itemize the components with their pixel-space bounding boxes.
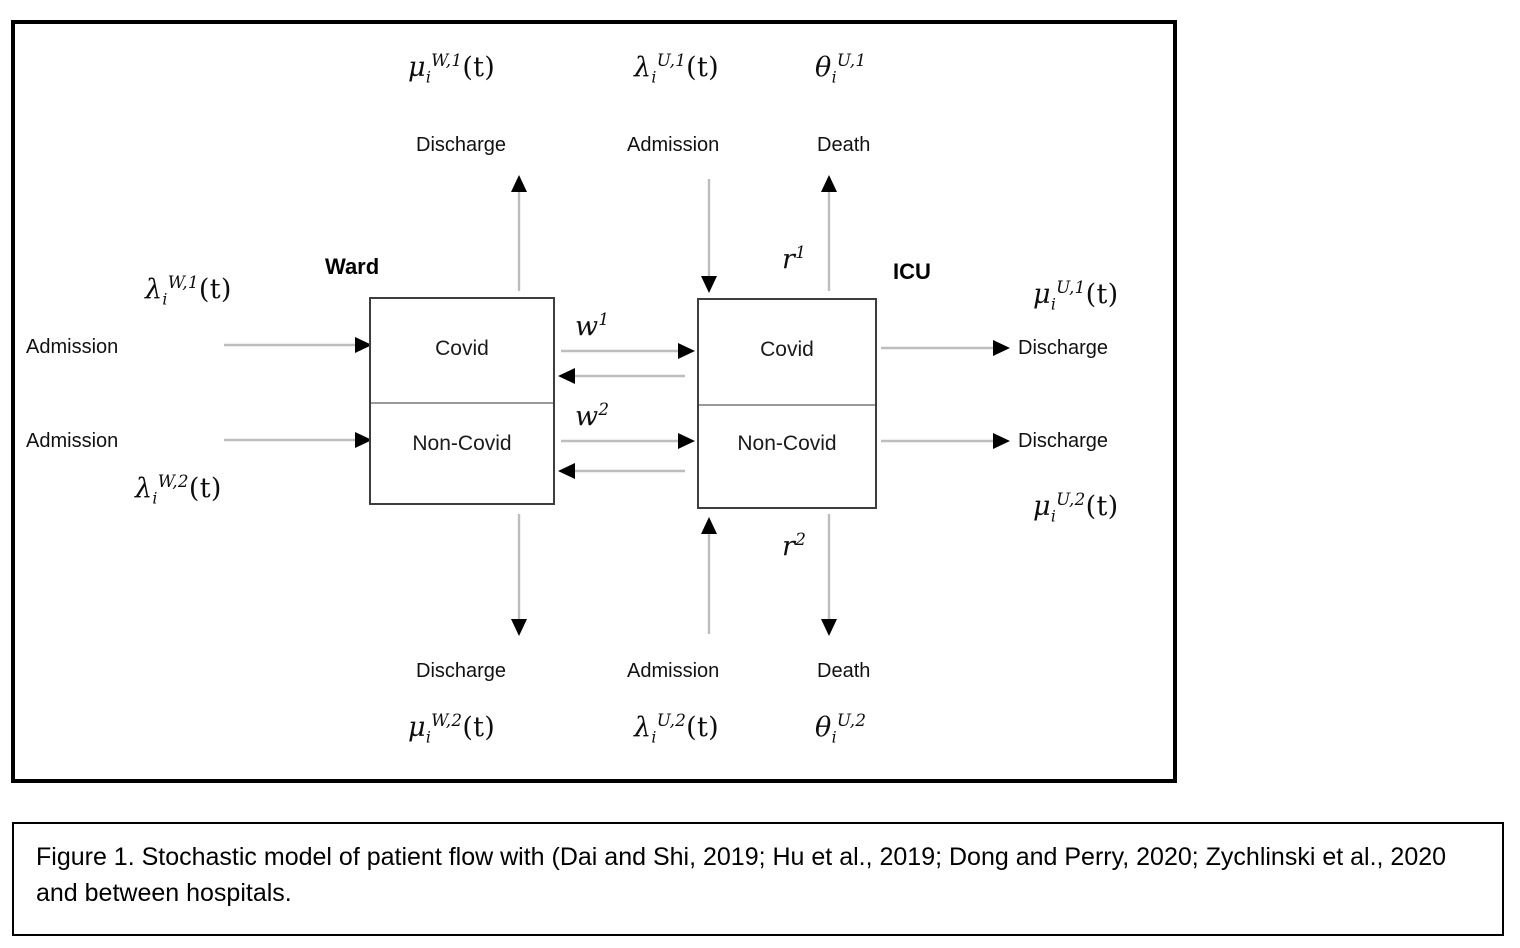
ward-box: Covid Non-Covid (369, 297, 555, 505)
ward-admission-rate-2-label: λiW,2(t) (135, 471, 222, 508)
ward-discharge-top-text: Discharge (416, 134, 507, 156)
icu-death-bottom-text: Death (817, 660, 871, 682)
icu-title: ICU (893, 259, 931, 284)
ward-admission-1-text: Admission (26, 336, 119, 358)
transfer-rate-w2-label: w2 (575, 399, 610, 432)
arrow-icu-admission-noncovid-up (701, 517, 717, 634)
figure-frame: Ward Covid Non-Covid ICU Covid Non-Covid… (11, 20, 1177, 783)
arrow-transfer-icu-to-ward-covid (558, 368, 685, 384)
arrow-ward-admission-covid (224, 337, 372, 353)
icu-discharge-rate-1-label: μiU,1(t) (1033, 277, 1119, 314)
arrow-icu-admission-covid-down (701, 179, 717, 293)
ward-admission-rate-1-label: λiW,1(t) (145, 272, 232, 309)
arrow-ward-admission-noncovid (224, 432, 372, 448)
icu-admission-rate-top-label: λiU,1(t) (634, 50, 719, 87)
ward-noncovid-label: Non-Covid (412, 432, 512, 455)
figure-caption-text: Figure 1. Stochastic model of patient fl… (36, 843, 1447, 907)
icu-discharge-rate-2-label: μiU,2(t) (1033, 489, 1119, 526)
ward-title: Ward (325, 254, 380, 279)
ward-discharge-rate-top-label: μiW,1(t) (408, 50, 496, 87)
icu-admission-rate-bottom-label: λiU,2(t) (634, 710, 719, 747)
arrow-icu-death-noncovid-down (821, 514, 837, 636)
arrow-icu-discharge-covid (881, 340, 1010, 356)
figure-caption-box: Figure 1. Stochastic model of patient fl… (12, 822, 1504, 936)
icu-discharge-1-text: Discharge (1018, 337, 1109, 359)
icu-box: Covid Non-Covid (697, 298, 877, 509)
patient-flow-diagram: Ward Covid Non-Covid ICU Covid Non-Covid… (15, 24, 1173, 779)
icu-admission-top-text: Admission (627, 134, 720, 156)
arrow-transfer-ward-to-icu-covid (561, 343, 695, 359)
arrow-icu-discharge-noncovid (881, 433, 1010, 449)
icu-covid-label: Covid (760, 338, 814, 361)
arrow-transfer-ward-to-icu-noncovid (561, 433, 695, 449)
icu-discharge-2-text: Discharge (1018, 430, 1109, 452)
transfer-rate-w1-label: w1 (575, 309, 610, 342)
ward-admission-2-text: Admission (26, 430, 119, 452)
ward-covid-label: Covid (435, 337, 489, 360)
transfer-rate-r2-label: r2 (782, 529, 807, 562)
icu-death-top-text: Death (817, 134, 871, 156)
transfer-rate-r1-label: r1 (782, 242, 807, 275)
ward-box-divider (371, 402, 553, 404)
icu-admission-bottom-text: Admission (627, 660, 720, 682)
icu-death-rate-top-label: θiU,1 (815, 50, 867, 87)
icu-noncovid-label: Non-Covid (737, 432, 837, 455)
arrow-ward-discharge-noncovid-down (511, 514, 527, 636)
icu-death-rate-bottom-label: θiU,2 (815, 710, 867, 747)
arrow-ward-discharge-covid-up (511, 175, 527, 291)
ward-discharge-bottom-text: Discharge (416, 660, 507, 682)
ward-discharge-rate-bottom-label: μiW,2(t) (408, 710, 496, 747)
icu-box-divider (699, 404, 875, 406)
diagram-arrows (224, 175, 1010, 636)
arrow-icu-death-covid-up (821, 175, 837, 291)
arrow-transfer-icu-to-ward-noncovid (558, 463, 685, 479)
